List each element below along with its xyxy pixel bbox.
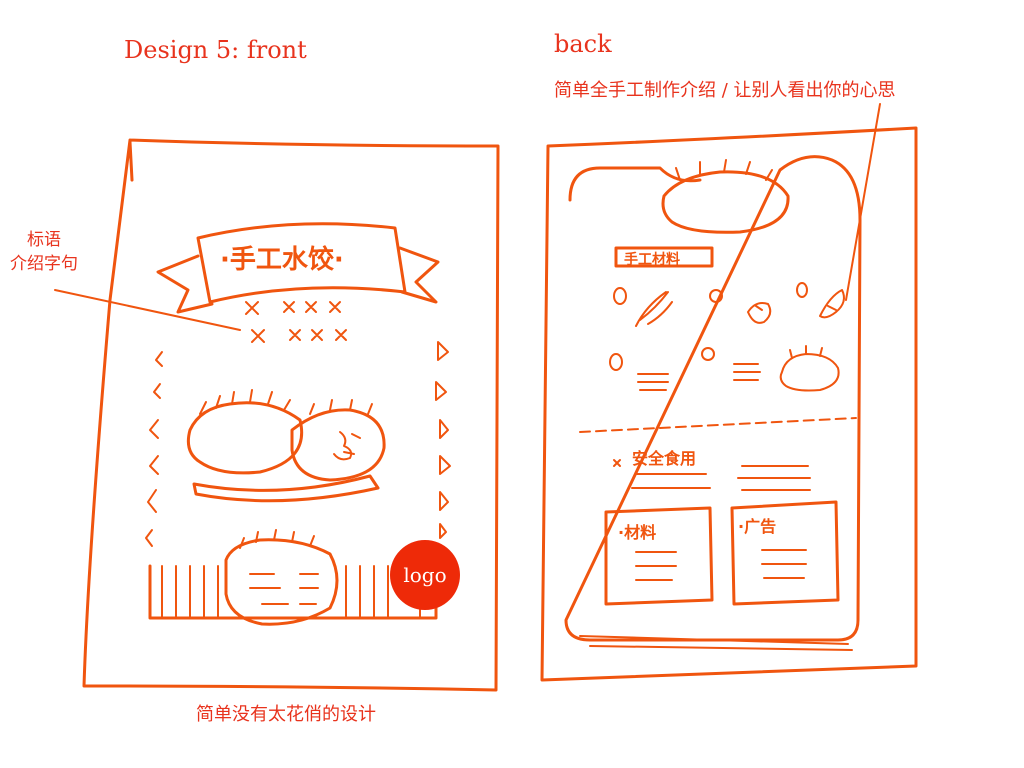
left-triangle-border (145, 351, 163, 547)
slogan-note: 标语 介绍字句 (10, 228, 78, 276)
back-dashed-divider (579, 417, 857, 433)
banner-text: ·手工水饺· (220, 244, 344, 275)
ingredients-label-text: 手工材料 (624, 251, 680, 268)
front-heading: Design 5: front (124, 36, 307, 64)
ingredient-icons-row-2 (609, 345, 840, 392)
ribbon-banner: ·手工水饺· (156, 222, 440, 314)
xxx-marks (245, 301, 347, 343)
slogan-note-line-1: 标语 (27, 230, 61, 250)
box-left-label: ·材料 (618, 523, 656, 542)
safety-label-text: 安全食用 (632, 449, 696, 468)
box-right-label: ·广告 (738, 517, 776, 536)
back-heading: back (554, 30, 612, 58)
front-package-outline (82, 138, 500, 692)
front-caption: 简单没有太花俏的设计 (196, 704, 376, 725)
slogan-pointer-line (54, 289, 241, 331)
right-triangle-border (435, 341, 451, 539)
logo-badge: logo (390, 540, 460, 610)
annotation-pointer-line (845, 103, 881, 301)
back-info-box-right: ·广告 (730, 500, 840, 606)
safety-section: 安全食用 (613, 449, 811, 491)
back-sketch: 手工材料 安全食用 (540, 103, 918, 682)
back-package-outline (540, 126, 918, 682)
ingredient-icons-row-1 (613, 282, 845, 327)
slogan-note-line-2: 介绍字句 (10, 254, 78, 274)
front-sketch: ·手工水饺· (54, 138, 500, 692)
back-top-dumpling (661, 159, 790, 234)
logo-label: logo (403, 563, 447, 587)
back-annotation: 简单全手工制作介绍 / 让别人看出你的心思 (554, 80, 896, 101)
back-info-box-left: ·材料 (604, 506, 714, 606)
ingredients-label: 手工材料 (614, 246, 714, 268)
dumpling-illustration (186, 389, 386, 503)
back-inner-frame (564, 155, 862, 642)
